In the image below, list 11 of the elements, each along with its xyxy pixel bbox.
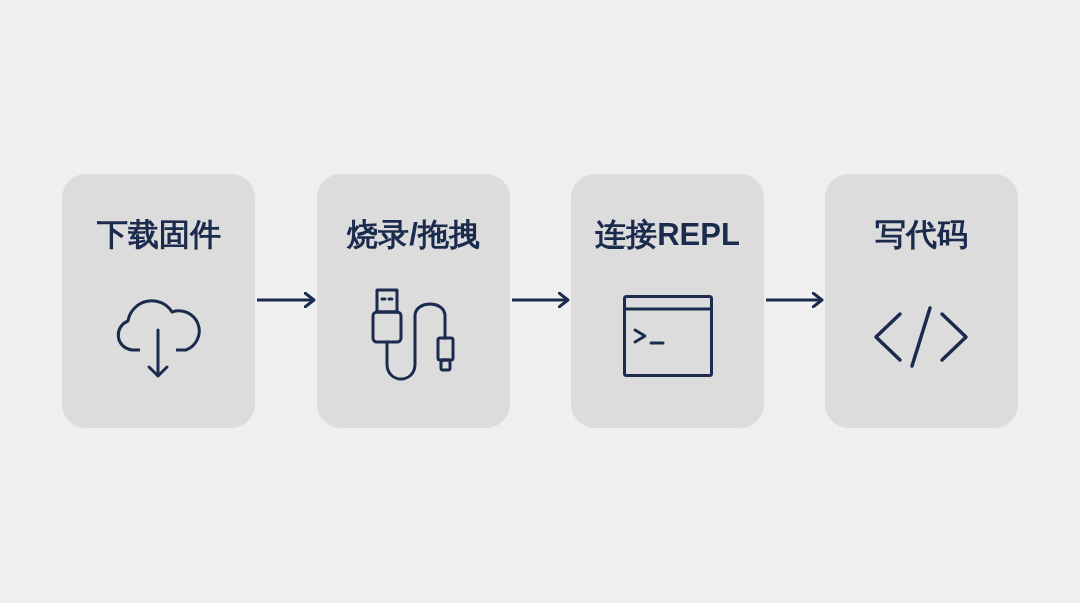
arrow [766, 291, 824, 309]
step-card [62, 174, 255, 428]
arrow [257, 291, 316, 309]
step-card [571, 174, 764, 428]
step-title: 烧录/拖拽 [347, 217, 480, 252]
step-title: 下载固件 [96, 217, 221, 252]
arrow [512, 291, 570, 309]
step-card [825, 174, 1018, 428]
step-card [317, 174, 510, 428]
step-title: 连接REPL [595, 217, 740, 252]
step-title: 写代码 [875, 217, 968, 252]
